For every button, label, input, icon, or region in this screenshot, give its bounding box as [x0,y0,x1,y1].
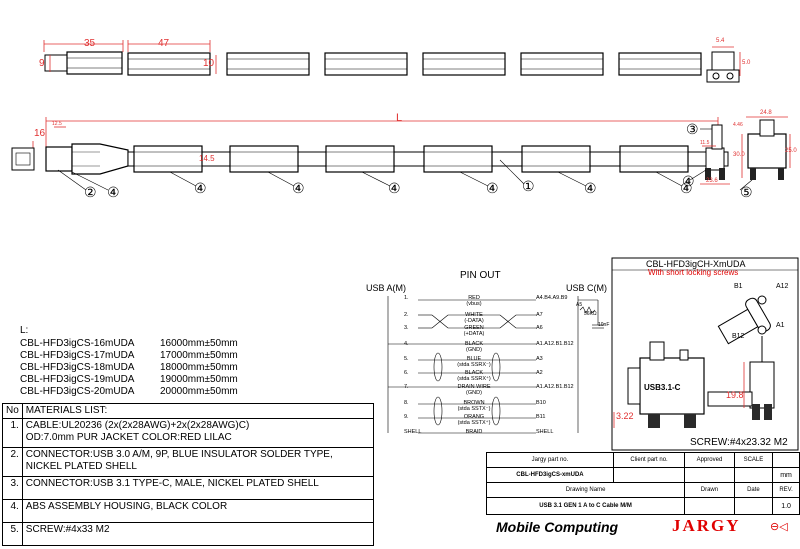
pin-label-a12: A12 [776,283,789,290]
materials-row: 4. ABS ASSEMBLY HOUSING, BLACK COLOR [2,499,375,523]
dim-236: 23.6 [706,178,718,184]
pin-label-b1: B1 [734,283,743,290]
dim-145: 14.5 [199,154,215,163]
assembled-cable-view [11,116,791,191]
pinout-right-label: USB C(M) [566,283,607,293]
balloon-4c: ④ [292,180,305,196]
tb-scale-label: SCALE [733,452,774,468]
dim-446: 4.46 [733,122,743,128]
tb-description: USB 3.1 GEN 1 A to C Cable M/M [485,497,686,515]
dim-plug-length: 35 [84,38,96,49]
balloon-4f: ④ [584,180,597,196]
pin-label-a1: A1 [776,322,785,329]
tb-rev-label: REV. [772,482,800,498]
variant-box [611,257,799,451]
dim-segment-length: 47 [158,38,170,49]
top-exploded-view [43,40,741,83]
pinout-schematic [387,296,604,434]
tb-drawing-name-label: Drawing Name [485,482,686,498]
tb-drawn-label: Drawn [684,482,735,498]
tb-jargy-part-label: Jargy part no. [486,452,614,468]
balloon-2: ② [84,184,97,200]
resistor-pin: A5 [576,302,583,308]
balloon-4a: ④ [107,184,120,200]
balloon-3: ③ [686,121,699,137]
materials-no-header: No [2,403,23,419]
dim-segment-height: 10 [203,58,215,69]
variant-title: CBL-HFD3igCH-XmUDA [646,259,746,269]
materials-row: 5. SCREW:#4x33 M2 [2,522,375,546]
tb-client-part-label: Client part no. [612,452,686,468]
balloon-4b: ④ [194,180,207,196]
title-block: Jargy part no. Client part no. Approved … [485,452,800,515]
dim-115: 11.5 [700,140,710,146]
tb-rev-value: 1.0 [772,497,800,515]
dim-cable-length: L [396,112,403,124]
jargy-logo: JARGY [672,516,741,535]
projection-symbol-icon: ⊖◁ [770,521,788,533]
dim-54: 5.4 [716,38,725,44]
balloon-5: ⑤ [740,184,753,200]
tb-date-label: Date [733,482,774,498]
dim-198: 19.8 [726,390,744,400]
balloon-4d: ④ [388,180,401,196]
balloon-4e: ④ [486,180,499,196]
resistor-value: 56KΩ [584,311,597,317]
balloon-1: ① [522,178,535,194]
balloon-4g: ④ [680,180,693,196]
materials-row: 2. CONNECTOR:USB 3.0 A/M, 9P, BLUE INSUL… [2,447,375,477]
pinout-title: PIN OUT [460,270,501,281]
dim-plug-height: 9 [39,58,45,69]
dim-322: 3.22 [616,411,634,421]
dim-50: 5.0 [742,60,751,66]
pinout-left-label: USB A(M) [366,283,407,293]
materials-header-row: No MATERIALS LIST: [2,403,375,419]
balloon-4h: ④ [682,173,695,189]
dim-250: 25.0 [785,148,797,154]
dim-248: 24.8 [760,110,772,116]
materials-table: No MATERIALS LIST: 1. CABLE:UL20236 (2x(… [2,403,375,546]
tb-unit: mm [772,467,800,483]
materials-row: 1. CABLE:UL20236 (2x(2x28AWG)+2x(2x28AWG… [2,418,375,448]
pin-label-b12: B12 [732,333,745,340]
housing-label: USB3.1-C [644,383,681,392]
variant-subtitle: With short locking screws [648,268,739,277]
materials-header: MATERIALS LIST: [21,403,375,419]
tb-part-no: CBL-HFD3igCS-xmUDA [486,467,614,483]
capacitor-value: 10nF [598,322,610,328]
mobile-computing-logo: Mobile Computing [496,519,619,535]
dim-300: 30.0 [733,152,745,158]
materials-row: 3. CONNECTOR:USB 3.1 TYPE-C, MALE, NICKE… [2,476,375,500]
lengths-heading: L: [20,325,29,336]
dim-125: 12.5 [52,121,62,127]
dim-plug-width: 16 [34,128,46,139]
tb-approved-label: Approved [684,452,735,468]
variant-screw: SCREW:#4x23.32 M2 [690,437,788,448]
